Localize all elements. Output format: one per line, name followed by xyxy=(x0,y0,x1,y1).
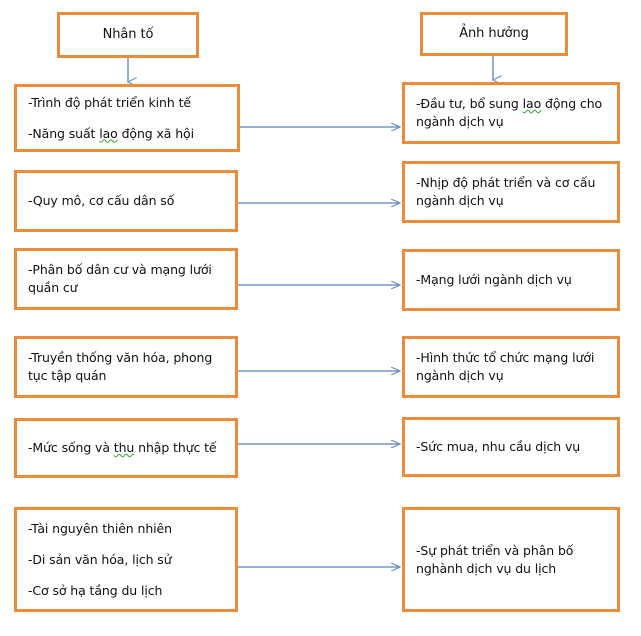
left-node-4-line-2: tục tập quán xyxy=(28,368,107,383)
left-node-4-line-1: -Truyền thống văn hóa, phong xyxy=(28,350,213,365)
left-node-5-line-1: -Mức sống và thu nhập thực tế xyxy=(28,440,217,455)
left-node-5[interactable]: -Mức sống và thu nhập thực tế xyxy=(14,418,238,478)
left-node-6-line-2: -Di sản văn hóa, lịch sử xyxy=(28,551,172,567)
left-node-6[interactable]: -Tài nguyên thiên nhiên -Di sản văn hóa,… xyxy=(14,507,238,612)
spellcheck-underlined-text: lao xyxy=(522,96,542,111)
right-node-2-line-1: -Nhịp độ phát triển và cơ cấu xyxy=(416,175,596,190)
right-node-4-line-2: ngành dịch vụ xyxy=(416,368,504,383)
right-node-6-line-2: nghành dịch vụ du lịch xyxy=(416,560,557,576)
left-node-3-line-2: quần cư xyxy=(28,280,78,295)
header-box-factors[interactable]: Nhân tố xyxy=(57,12,199,58)
left-node-1-line-2: -Năng suất lao động xã hội xyxy=(28,125,194,141)
left-node-2-line-1: -Quy mô, cơ cấu dân số xyxy=(28,193,175,208)
right-node-2-line-2: ngành dịch vụ xyxy=(416,193,504,208)
right-node-4-line-1: -Hình thức tổ chức mạng lưới xyxy=(416,350,595,365)
spellcheck-underlined-text: thu xyxy=(113,440,135,455)
left-node-6-line-1: -Tài nguyên thiên nhiên xyxy=(28,520,172,536)
left-node-4[interactable]: -Truyền thống văn hóa, phong tục tập quá… xyxy=(14,336,238,398)
left-node-3[interactable]: -Phân bố dân cư và mạng lưới quần cư xyxy=(14,248,238,310)
left-node-3-line-1: -Phân bố dân cư và mạng lưới xyxy=(28,262,212,277)
right-node-1-line-1: -Đầu tư, bổ sung lao động cho xyxy=(416,96,603,111)
right-node-1-line-2: ngành dịch vụ xyxy=(416,114,504,129)
left-node-1[interactable]: -Trình độ phát triển kinh tế -Năng suất … xyxy=(14,84,240,152)
left-node-2[interactable]: -Quy mô, cơ cấu dân số xyxy=(14,170,238,232)
header-label-effects: Ảnh hưởng xyxy=(459,26,529,41)
right-node-3[interactable]: -Mạng lưới ngành dịch vụ xyxy=(402,249,620,311)
right-node-3-line-1: -Mạng lưới ngành dịch vụ xyxy=(416,272,572,287)
right-node-1[interactable]: -Đầu tư, bổ sung lao động cho ngành dịch… xyxy=(402,82,620,144)
left-node-1-line-1: -Trình độ phát triển kinh tế xyxy=(28,94,191,110)
right-node-6[interactable]: -Sự phát triển và phân bố nghành dịch vụ… xyxy=(402,507,620,612)
right-node-5-line-1: -Sức mua, nhu cầu dịch vụ xyxy=(416,439,581,454)
left-node-6-line-3: -Cơ sở hạ tầng du lịch xyxy=(28,582,163,598)
right-node-2[interactable]: -Nhịp độ phát triển và cơ cấu ngành dịch… xyxy=(402,161,620,223)
header-label-factors: Nhân tố xyxy=(102,27,154,42)
header-box-effects[interactable]: Ảnh hưởng xyxy=(420,12,568,56)
right-node-4[interactable]: -Hình thức tổ chức mạng lưới ngành dịch … xyxy=(402,336,620,398)
spellcheck-underlined-text: lao xyxy=(99,125,118,141)
right-node-6-line-1: -Sự phát triển và phân bố xyxy=(416,542,574,558)
right-node-5[interactable]: -Sức mua, nhu cầu dịch vụ xyxy=(402,417,620,477)
